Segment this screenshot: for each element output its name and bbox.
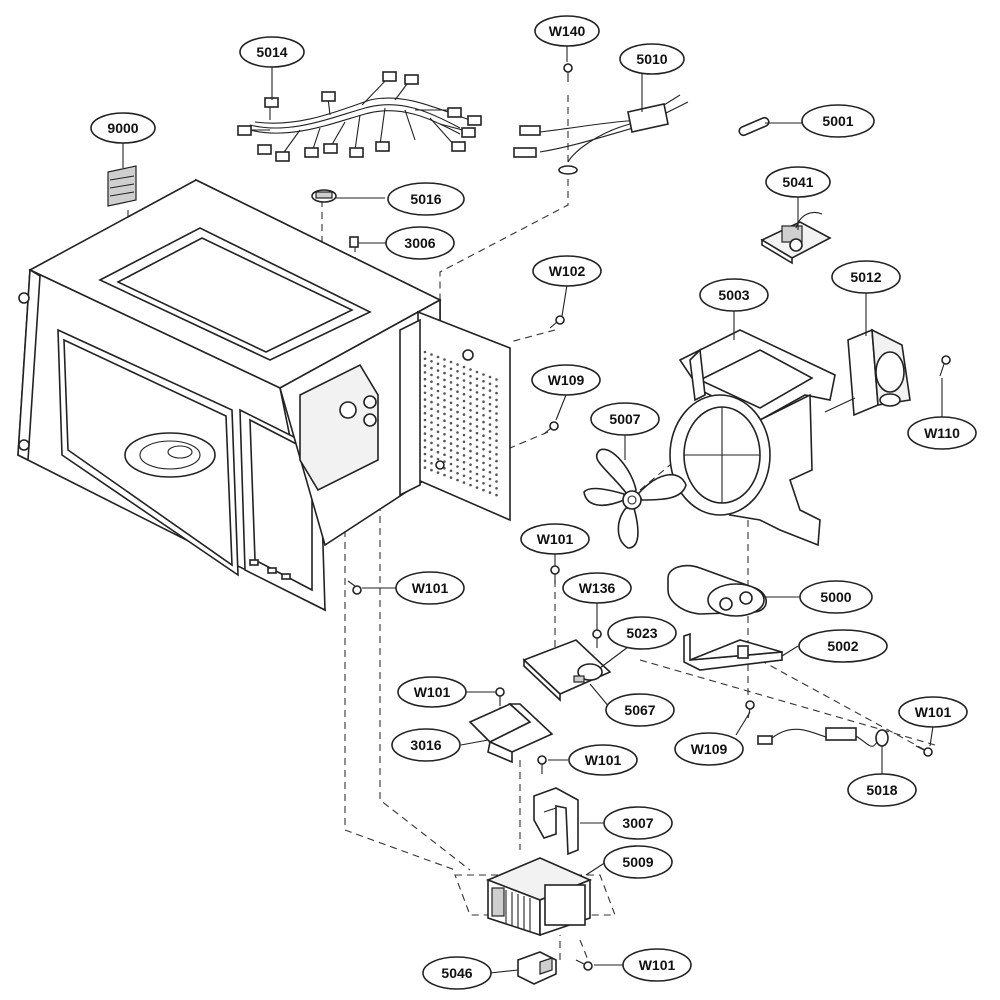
callout-w101-cabinet: W101 [395, 571, 465, 605]
callout-5016-label: 5016 [410, 191, 441, 207]
callout-5000: 5000 [799, 580, 873, 614]
callout-5002-label: 5002 [827, 638, 858, 654]
callout-5002: 5002 [798, 629, 888, 663]
part-5001-pin [738, 116, 770, 137]
callout-9000-label: 9000 [107, 120, 138, 136]
part-5002-capacitor-bracket [683, 632, 783, 671]
callout-w101-3007: W101 [568, 744, 638, 776]
part-5003-fan-bracket [669, 329, 836, 547]
callout-5012-label: 5012 [850, 269, 881, 285]
callout-w101-bracket: W101 [397, 676, 467, 708]
callout-3006-label: 3006 [404, 235, 435, 251]
callout-w101-latch: W101 [520, 523, 590, 555]
callout-5003: 5003 [699, 278, 769, 312]
grille [423, 350, 498, 497]
screw-w101-magnetron [575, 959, 593, 971]
callout-w101-top-right: W101 [898, 696, 968, 728]
callout-w101-magnetron-label: W101 [639, 957, 676, 973]
callout-5016: 5016 [387, 182, 465, 216]
screw-w110 [939, 355, 951, 377]
callout-5023-label: 5023 [626, 625, 657, 641]
callout-w109-upper-label: W109 [548, 372, 585, 388]
callout-3006: 3006 [385, 226, 455, 260]
screw-w101-cabinet [347, 580, 362, 595]
part-5007-fan-blade [583, 448, 687, 549]
screw-w101-3007 [537, 755, 547, 774]
back-panel [399, 310, 511, 522]
callout-5010-label: 5010 [636, 51, 667, 67]
screw-w101-5018 [915, 745, 933, 757]
callout-5046-label: 5046 [441, 965, 472, 981]
part-5016-thermostat [311, 189, 337, 203]
part-5000-capacitor [667, 564, 768, 617]
callout-5041-label: 5041 [782, 174, 813, 190]
part-5010-wire-assembly [513, 94, 689, 175]
cavity-assembly [17, 178, 442, 612]
callout-w140: W140 [534, 15, 600, 47]
callout-w109-lower-label: W109 [691, 741, 728, 757]
callout-5067-label: 5067 [624, 702, 655, 718]
callout-5001: 5001 [801, 104, 875, 138]
callout-w101-bracket-label: W101 [414, 684, 451, 700]
part-5041-noise-filter [760, 211, 832, 265]
callout-3016-label: 3016 [410, 737, 441, 753]
callout-w110: W110 [907, 416, 977, 450]
callout-5067: 5067 [605, 693, 675, 727]
callout-5046: 5046 [422, 956, 492, 990]
callout-w101-top-right-label: W101 [915, 704, 952, 720]
part-5014-wire-harness [237, 71, 482, 162]
part-9000-label [107, 165, 137, 207]
screw-w102 [549, 315, 565, 329]
leader-lines [122, 45, 943, 974]
part-3016-bracket [468, 703, 554, 764]
part-5046-connector [517, 951, 557, 985]
callout-5000-label: 5000 [820, 589, 851, 605]
callout-5009-label: 5009 [622, 854, 653, 870]
callout-5041: 5041 [765, 166, 831, 198]
callout-5007-label: 5007 [609, 411, 640, 427]
callout-w109-lower: W109 [674, 732, 744, 766]
screw-w136 [592, 629, 602, 648]
callout-5014: 5014 [239, 36, 305, 68]
callout-w136: W136 [562, 572, 632, 604]
callout-9000: 9000 [90, 112, 156, 144]
callout-3007: 3007 [603, 806, 673, 840]
callouts: 5014 9000 W140 5010 5001 5016 3006 5041 [90, 15, 977, 990]
screw-w101-bracket [495, 687, 505, 706]
callout-w140-label: W140 [549, 23, 586, 39]
screw-w140 [563, 63, 573, 82]
callout-w101-cabinet-label: W101 [412, 580, 449, 596]
callout-w102: W102 [532, 255, 602, 287]
screw-w101-latch [550, 565, 560, 584]
callout-w101-3007-label: W101 [585, 752, 622, 768]
screw-w109-upper [543, 421, 559, 435]
callout-5009: 5009 [603, 845, 673, 879]
callout-w136-label: W136 [579, 580, 616, 596]
callout-5018: 5018 [847, 773, 917, 807]
part-5067-switch-plate [522, 639, 612, 702]
callout-w101-magnetron: W101 [622, 948, 692, 982]
callout-w109-upper: W109 [531, 364, 601, 396]
callout-w101-latch-label: W101 [537, 531, 574, 547]
callout-w102-label: W102 [549, 263, 586, 279]
part-5012-fan-motor [824, 328, 911, 417]
callout-5010: 5010 [619, 43, 685, 75]
callout-5007: 5007 [590, 402, 660, 436]
callout-3007-label: 3007 [622, 815, 653, 831]
part-3007-bracket [533, 787, 579, 856]
callout-5001-label: 5001 [822, 113, 853, 129]
part-5018-cable [757, 727, 889, 747]
callout-5012: 5012 [831, 260, 901, 294]
callout-5023: 5023 [607, 616, 677, 650]
callout-5018-label: 5018 [866, 782, 897, 798]
callout-5003-label: 5003 [718, 287, 749, 303]
callout-3016: 3016 [391, 728, 461, 762]
part-5009-magnetron [485, 857, 593, 937]
part-3006-clip [349, 236, 359, 248]
callout-w110-label: W110 [924, 425, 960, 441]
screw-w109-lower [745, 700, 755, 719]
callout-5014-label: 5014 [256, 44, 287, 60]
